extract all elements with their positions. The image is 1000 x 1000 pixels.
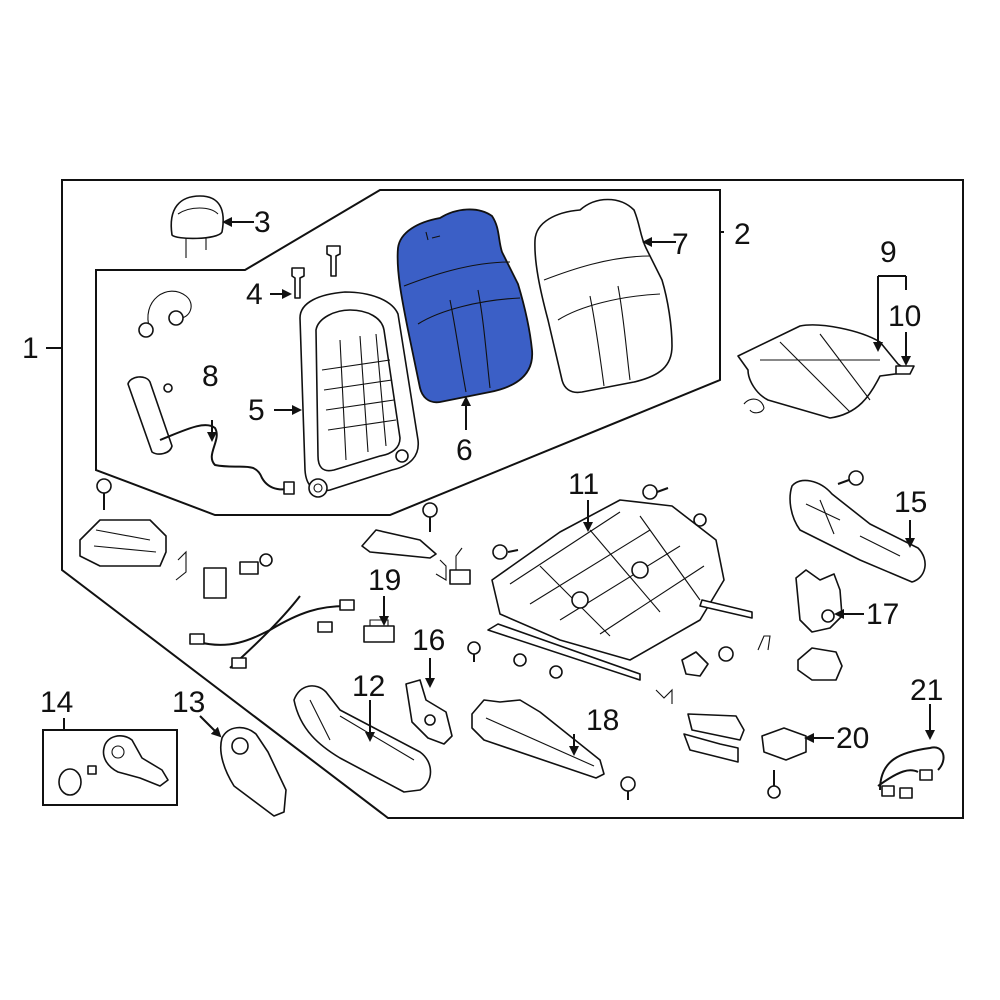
callout-20: 20 xyxy=(836,722,869,755)
headrest-guide-part-4 xyxy=(291,245,341,299)
callout-15: 15 xyxy=(894,486,927,519)
bolt-lower-right xyxy=(767,770,781,799)
adjust-lever-part-14 xyxy=(58,735,169,796)
callout-17: 17 xyxy=(866,598,899,631)
seatback-cover-part-7 xyxy=(534,198,673,394)
callout-7: 7 xyxy=(672,228,689,261)
bolt-lower-center xyxy=(620,776,636,800)
bolt-center-5 xyxy=(513,653,527,667)
side-cover-part-12 xyxy=(293,685,432,793)
callout-6: 6 xyxy=(456,434,473,467)
assembly-frame-2 xyxy=(95,189,721,516)
wire-clip-loop xyxy=(138,290,192,338)
rails-lower-right xyxy=(683,713,745,763)
callout-11: 11 xyxy=(568,468,599,501)
callout-8: 8 xyxy=(202,360,219,393)
seat-cushion-part-9 xyxy=(737,324,915,419)
bolt-left-1 xyxy=(96,478,112,510)
side-panel-part xyxy=(127,376,173,455)
callout-18: 18 xyxy=(586,704,619,737)
bolt-left-2 xyxy=(422,502,438,532)
small-part-right xyxy=(797,647,843,681)
nut-center-6 xyxy=(549,665,563,679)
callout-5: 5 xyxy=(248,394,265,427)
trim-strip xyxy=(361,529,447,581)
headrest-part-3 xyxy=(170,195,224,258)
callout-14: 14 xyxy=(40,686,73,719)
connector-part-19 xyxy=(363,619,395,643)
side-panel-part-13 xyxy=(219,726,287,817)
callout-10: 10 xyxy=(888,300,921,333)
bolt-center-2 xyxy=(642,484,669,500)
module-part-20 xyxy=(761,727,807,761)
assembly-frame-1 xyxy=(61,179,964,819)
callout-3: 3 xyxy=(254,206,271,239)
harness-part-21 xyxy=(877,746,945,799)
callout-9: 9 xyxy=(880,236,897,269)
bracket-part-17 xyxy=(795,569,843,633)
wire-harness-part-8 xyxy=(159,424,295,495)
track-cover-left xyxy=(79,519,167,567)
callout-16: 16 xyxy=(412,624,445,657)
seatback-frame-part-5 xyxy=(299,291,419,498)
clip-bracket xyxy=(175,550,273,599)
leader-lines xyxy=(46,217,935,756)
callout-1: 1 xyxy=(22,332,39,365)
seatback-pad-part-6 xyxy=(396,208,533,404)
inset-frame-14 xyxy=(42,729,178,806)
hinge-part-16 xyxy=(405,679,453,745)
callout-21: 21 xyxy=(910,674,943,707)
callout-19: 19 xyxy=(368,564,401,597)
bracket-center xyxy=(681,635,771,677)
callout-13: 13 xyxy=(172,686,205,719)
callout-4: 4 xyxy=(246,278,263,311)
track-cover-part-18 xyxy=(471,699,605,779)
bolt-center-3 xyxy=(693,513,707,527)
small-clip-near-19 xyxy=(449,547,471,585)
wire-harness-lower xyxy=(189,595,355,669)
bolt-center-1 xyxy=(492,544,519,560)
seat-adjuster-part-11 xyxy=(487,499,753,681)
cushion-tab-part-10 xyxy=(895,365,915,375)
bolt-center-4 xyxy=(467,641,481,662)
callout-12: 12 xyxy=(352,670,385,703)
callout-2: 2 xyxy=(734,218,751,251)
clip-lower-center xyxy=(655,688,673,704)
side-shield-part-15 xyxy=(789,479,926,583)
bolt-right-top xyxy=(837,470,864,486)
callout-labels: 1 2 3 4 5 6 7 8 9 10 11 12 13 14 15 16 1… xyxy=(22,206,943,755)
